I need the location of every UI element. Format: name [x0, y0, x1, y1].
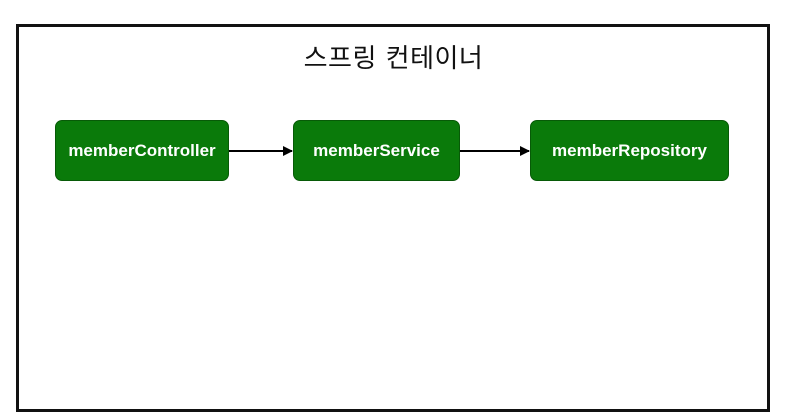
container-title: 스프링 컨테이너: [303, 44, 484, 74]
spring-container-frame: [16, 24, 770, 412]
member-service-bean: memberService: [293, 120, 460, 181]
member-controller-bean: memberController: [55, 120, 229, 181]
member-repository-bean: memberRepository: [530, 120, 729, 181]
